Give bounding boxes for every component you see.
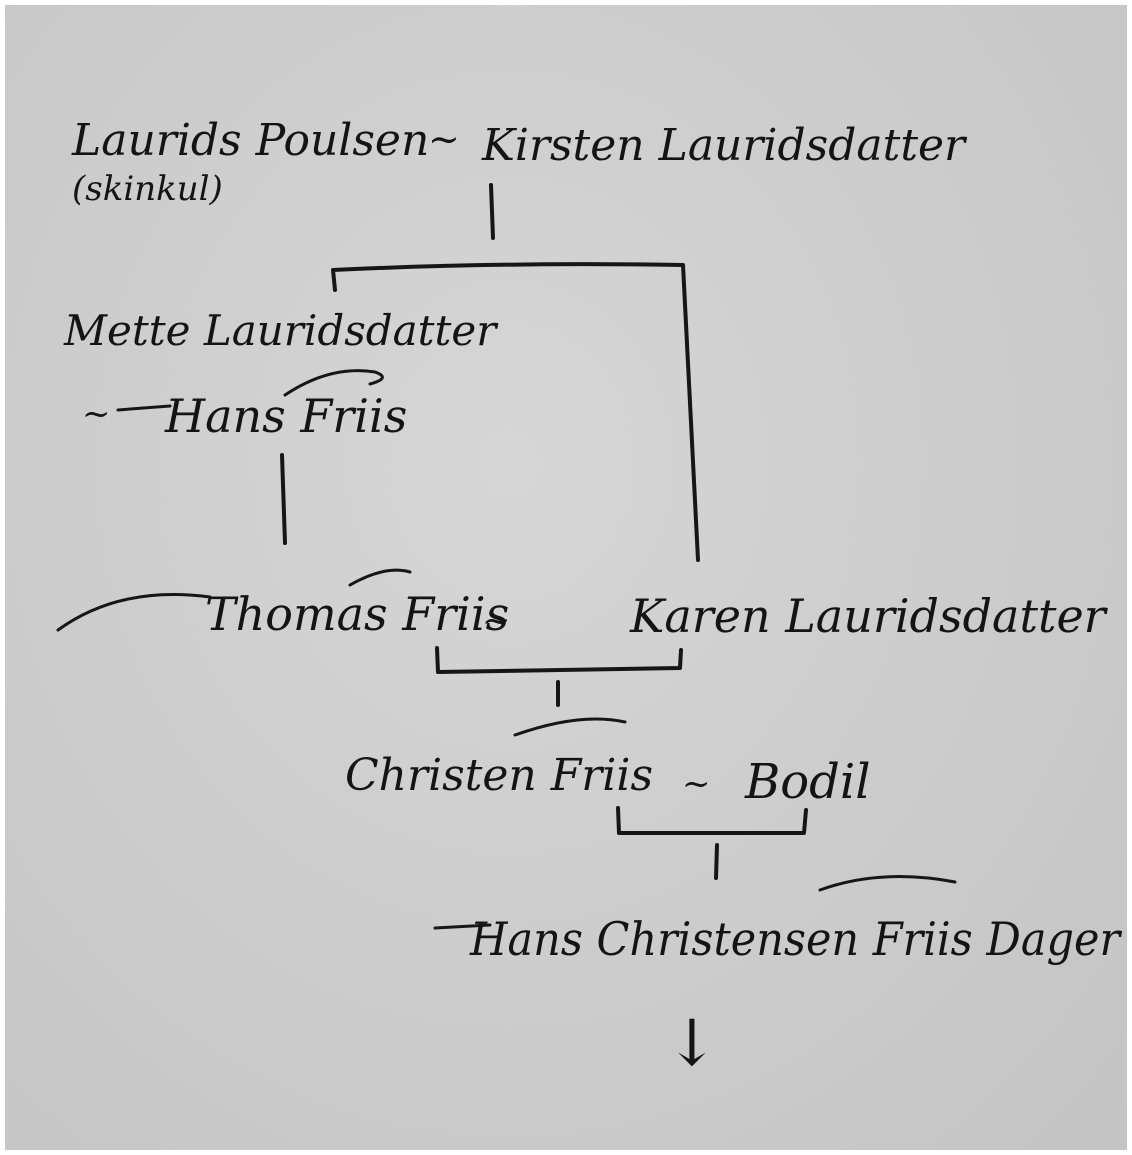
person-karen-lauridsdatter: Karen Lauridsdatter <box>629 589 1109 643</box>
person-hans-christensen-friis-dager: Hans Christensen Friis Dager <box>469 912 1123 966</box>
flourish-hans-friis <box>283 369 384 397</box>
marriage-bracket-gen4 <box>616 806 808 835</box>
marriage-symbol-3: ~ <box>482 601 511 641</box>
connector-mette-to-thomas <box>280 453 287 545</box>
connector-gen1-down <box>489 183 495 240</box>
marriage-bracket-gen3 <box>435 646 683 674</box>
flourish-thomas-friis <box>348 568 412 587</box>
flourish-hans-christensen <box>818 875 957 892</box>
person-hans-friis: Hans Friis <box>164 389 407 443</box>
person-bodil: Bodil <box>744 754 871 810</box>
marriage-symbol-2: ~ <box>82 394 111 434</box>
person-mette-lauridsdatter: Mette Lauridsdatter <box>63 306 499 355</box>
person-thomas-friis: Thomas Friis <box>205 587 509 641</box>
flourish-thomas-left <box>56 592 212 632</box>
marriage-symbol-4: ~ <box>682 764 711 804</box>
flourish-christen-friis <box>513 717 627 737</box>
person-christen-friis: Christen Friis <box>345 750 653 801</box>
marriage-symbol-1: ~ <box>428 117 460 161</box>
name-stroke-hans <box>116 404 172 412</box>
person-laurids-note: (skinkul) <box>72 169 223 209</box>
person-laurids-poulsen: Laurids Poulsen <box>71 115 429 166</box>
person-kirsten-lauridsdatter: Kirsten Lauridsdatter <box>481 120 968 171</box>
connector-gen4-down <box>714 843 719 880</box>
name-stroke-hans-christensen <box>433 923 492 930</box>
continuation-arrow-icon: ↓ <box>665 1007 719 1081</box>
children-bracket-gen1 <box>331 262 700 562</box>
paper-background <box>5 5 1127 1150</box>
